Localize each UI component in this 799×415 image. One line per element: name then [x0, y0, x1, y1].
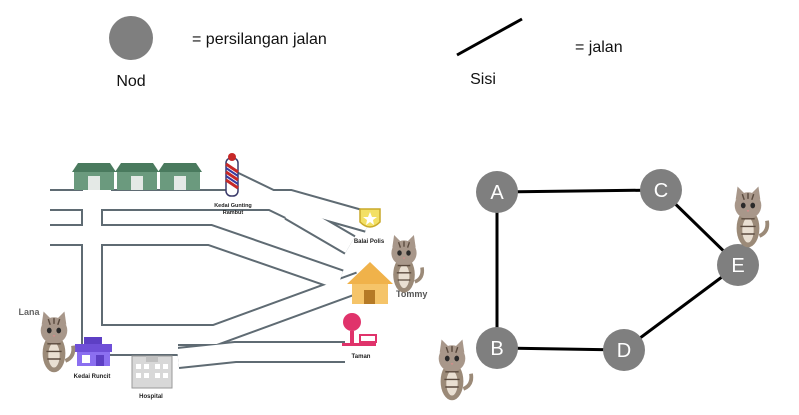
legend-node-icon	[109, 16, 153, 60]
road-surfaces	[50, 171, 371, 367]
node-B	[476, 327, 518, 369]
cat-tommy-icon	[389, 233, 425, 295]
edge-D-E	[623, 263, 739, 352]
hospital-icon	[131, 355, 173, 389]
house-icon	[158, 163, 202, 190]
park-label: Taman	[352, 354, 371, 360]
legend: Nod = persilangan jalan Sisi = jalan	[109, 16, 623, 90]
node-A	[476, 171, 518, 213]
edge-A-C	[496, 188, 662, 194]
police-badge-icon	[359, 208, 381, 228]
node-label-E: E	[731, 255, 744, 277]
shop-label: Kedai Runcit	[74, 374, 111, 380]
house-icon	[115, 163, 159, 190]
lana-label: Lana	[18, 307, 40, 317]
barber-pole-icon	[225, 153, 239, 197]
houses-row	[72, 163, 202, 190]
legend-node-caption: Nod	[116, 73, 145, 90]
edge-B-D	[496, 346, 625, 352]
legend-edge-meaning: = jalan	[575, 39, 623, 56]
node-label-D: D	[617, 340, 631, 362]
node-E	[717, 244, 759, 286]
node-label-A: A	[490, 182, 504, 204]
barber-label-line2: Rambut	[223, 210, 244, 216]
graph: A B C D E	[476, 169, 759, 371]
cat-tommy-graph-icon	[732, 184, 770, 250]
legend-edge-caption: Sisi	[470, 71, 496, 88]
home-icon	[347, 262, 393, 304]
shop-icon	[75, 337, 112, 366]
cat-lana-icon	[38, 309, 76, 375]
hospital-label: Hospital	[139, 394, 163, 400]
police-label: Balai Polis	[354, 239, 385, 245]
legend-edge-icon	[456, 17, 523, 57]
barber-label-line1: Kedai Gunting	[214, 203, 252, 209]
node-label-C: C	[654, 180, 668, 202]
park-icon	[342, 313, 377, 346]
house-icon	[72, 163, 116, 190]
node-label-B: B	[490, 338, 503, 360]
home-label: Tommy	[396, 289, 427, 299]
cat-lana-graph-icon	[436, 337, 474, 403]
road-map: Kedai Gunting Rambut Balai Polis Tommy T…	[18, 153, 427, 400]
legend-node-meaning: = persilangan jalan	[192, 31, 327, 48]
node-C	[640, 169, 682, 211]
node-D	[603, 329, 645, 371]
